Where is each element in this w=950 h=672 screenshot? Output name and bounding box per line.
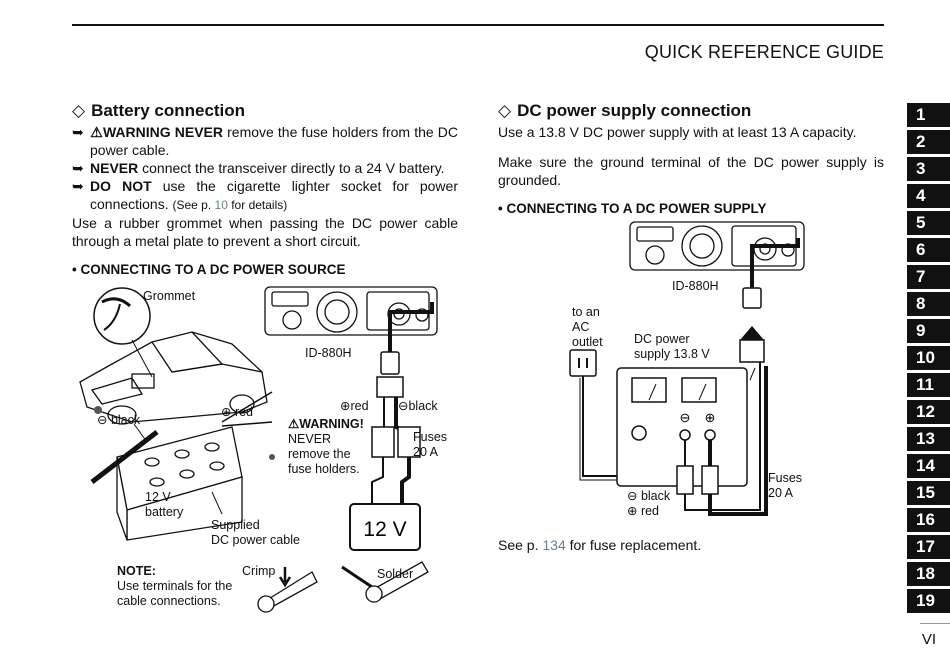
- solder-label: Solder: [377, 567, 414, 581]
- battery-box: [349, 503, 421, 551]
- car-illustration: [79, 331, 268, 425]
- section-tab-5[interactable]: 5: [907, 211, 950, 235]
- left-model-label: ID-880H: [305, 346, 352, 360]
- ac-outlet-label: to an AC outlet: [572, 305, 603, 349]
- psu-label: DC power supply 13.8 V: [634, 332, 710, 361]
- solder-terminal: [341, 561, 429, 603]
- arrow-icon: ➥: [72, 178, 84, 194]
- fuse-replacement-note: See p. 134 for fuse replacement.: [498, 537, 702, 553]
- page-link-10[interactable]: 10: [214, 198, 228, 212]
- crimp-label: Crimp: [242, 564, 276, 578]
- header-rule: [72, 24, 884, 26]
- battery-illustration: [116, 426, 243, 541]
- warning-bullet-1: ➥⚠WARNING NEVER remove the fuse holders …: [72, 124, 459, 158]
- note-label: NOTE: Use terminals for the cable connec…: [117, 564, 233, 608]
- section-tab-7[interactable]: 7: [907, 265, 950, 289]
- right-subheading: • CONNECTING TO A DC POWER SUPPLY: [498, 201, 767, 216]
- grommet-paragraph: Use a rubber grommet when passing the DC…: [72, 215, 458, 249]
- red-lead-label: ⊕red: [340, 399, 369, 413]
- section-tab-6[interactable]: 6: [907, 238, 950, 262]
- page-number: VI: [921, 631, 936, 648]
- section-tab-18[interactable]: 18: [907, 562, 950, 586]
- section-tab-8[interactable]: 8: [907, 292, 950, 316]
- battery-heading: ◇ Battery connection: [72, 101, 458, 121]
- dc-supply-diagram: ⊖ ⊕: [569, 221, 805, 516]
- svg-text:⊖: ⊖: [680, 410, 691, 425]
- section-tab-3[interactable]: 3: [907, 157, 950, 181]
- battery-box-label: 12 V: [363, 518, 406, 541]
- warning-bullet-3: ➥DO NOT use the cigarette lighter socket…: [72, 178, 458, 212]
- section-tab-14[interactable]: 14: [907, 454, 950, 478]
- left-subheading: • CONNECTING TO A DC POWER SOURCE: [72, 262, 346, 277]
- page-link-134[interactable]: 134: [542, 537, 566, 553]
- section-tab-15[interactable]: 15: [907, 481, 950, 505]
- footer-rule: [920, 623, 950, 624]
- section-tab-19[interactable]: 19: [907, 589, 950, 613]
- section-tab-4[interactable]: 4: [907, 184, 950, 208]
- supplied-cable-label: Supplied DC power cable: [211, 518, 300, 547]
- capacity-paragraph: Use a 13.8 V DC power supply with at lea…: [498, 124, 857, 140]
- right-fuses-label: Fuses 20 A: [768, 471, 803, 500]
- dc-supply-heading: ◇ DC power supply connection: [498, 101, 884, 121]
- red-terminal-label: ⊕ red: [221, 405, 254, 419]
- battery-connection-diagram: 12 V: [79, 286, 438, 613]
- section-tab-9[interactable]: 9: [907, 319, 950, 343]
- warning-bullet-2: ➥NEVER connect the transceiver directly …: [72, 160, 445, 176]
- arrow-icon: ➥: [72, 124, 84, 140]
- diamond-icon: ◇: [498, 101, 512, 120]
- black-lead-label: ⊖black: [398, 399, 438, 413]
- crimp-terminal: [257, 567, 318, 613]
- right-red-label: ⊕ red: [627, 504, 660, 518]
- battery-heading-text: Battery connection: [91, 101, 246, 120]
- section-tab-16[interactable]: 16: [907, 508, 950, 532]
- section-tab-10[interactable]: 10: [907, 346, 950, 370]
- section-tab-17[interactable]: 17: [907, 535, 950, 559]
- section-tab-2[interactable]: 2: [907, 130, 950, 154]
- svg-text:⊕: ⊕: [705, 410, 716, 425]
- warning-label: ⚠WARNING! NEVER remove the fuse holders.: [288, 417, 364, 476]
- grommet-label: Grommet: [143, 289, 196, 303]
- section-tab-11[interactable]: 11: [907, 373, 950, 397]
- section-tab-12[interactable]: 12: [907, 400, 950, 424]
- ground-paragraph: Make sure the ground terminal of the DC …: [498, 154, 884, 188]
- dc-supply-section: ◇ DC power supply connection Use a 13.8 V…: [498, 101, 884, 189]
- right-model-label: ID-880H: [672, 279, 719, 293]
- ac-plug-icon: [569, 349, 597, 377]
- right-black-label: ⊖ black: [627, 489, 671, 503]
- page-header-title: QUICK REFERENCE GUIDE: [644, 42, 884, 62]
- arrow-icon: ➥: [72, 160, 84, 176]
- radio-illustration: [629, 221, 805, 271]
- black-terminal-label: ⊖ black: [97, 413, 141, 427]
- battery-label: 12 V battery: [145, 490, 184, 519]
- diamond-icon: ◇: [72, 101, 86, 120]
- section-tab-1[interactable]: 1: [907, 103, 950, 127]
- left-fuses-label: Fuses 20 A: [413, 430, 448, 459]
- dc-supply-heading-text: DC power supply connection: [517, 101, 752, 120]
- section-tab-13[interactable]: 13: [907, 427, 950, 451]
- battery-section: ◇ Battery connection ➥⚠WARNING NEVER remo…: [72, 101, 458, 250]
